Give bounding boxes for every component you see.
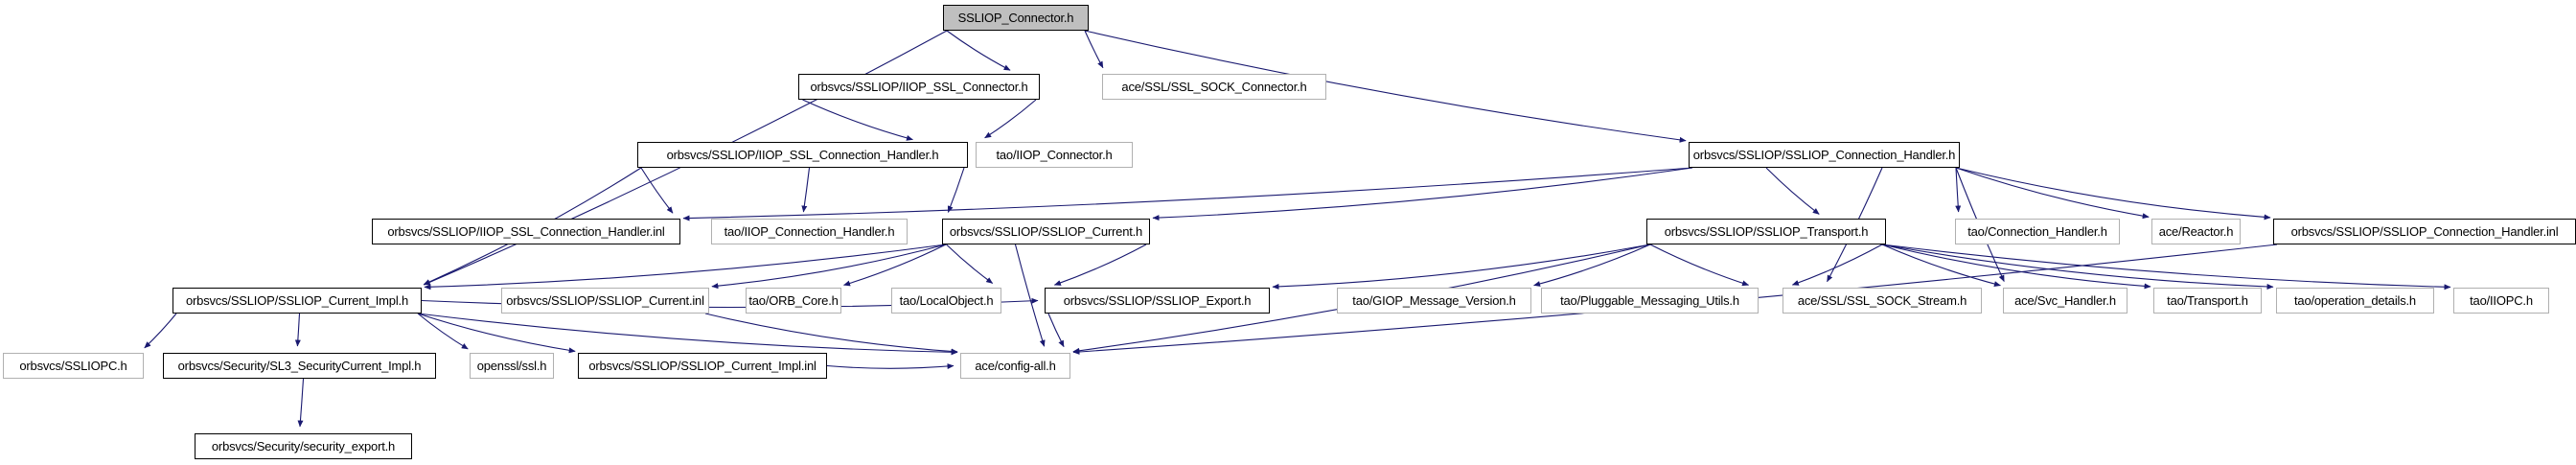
graph-edge bbox=[1955, 167, 2271, 221]
graph-node-label: tao/ORB_Core.h bbox=[748, 293, 839, 308]
graph-node-label: orbsvcs/SSLIOP/SSLIOP_Connection_Handler… bbox=[2290, 224, 2559, 239]
graph-node[interactable]: ace/Reactor.h bbox=[2151, 219, 2241, 244]
graph-edge bbox=[1881, 244, 2001, 287]
graph-edge bbox=[294, 313, 301, 347]
graph-edge bbox=[424, 244, 947, 291]
graph-node-label: ace/Reactor.h bbox=[2158, 224, 2234, 239]
graph-node[interactable]: orbsvcs/SSLIOP/SSLIOP_Connection_Handler… bbox=[1689, 142, 1960, 168]
graph-edge bbox=[1533, 244, 1651, 287]
graph-node[interactable]: orbsvcs/SSLIOP/SSLIOP_Current_Impl.h bbox=[172, 288, 422, 314]
graph-edge bbox=[711, 244, 947, 290]
graph-node[interactable]: ace/config-all.h bbox=[960, 353, 1070, 379]
graph-edge bbox=[1649, 244, 1750, 287]
graph-node-label: orbsvcs/SSLIOP/IIOP_SSL_Connector.h bbox=[810, 80, 1028, 94]
graph-node[interactable]: orbsvcs/Security/SL3_SecurityCurrent_Imp… bbox=[163, 353, 436, 379]
graph-edge bbox=[1014, 244, 1046, 347]
graph-node-label: orbsvcs/SSLIOP/SSLIOP_Current_Impl.inl bbox=[588, 359, 816, 373]
graph-node-label: orbsvcs/SSLIOP/SSLIOP_Export.h bbox=[1063, 293, 1252, 308]
graph-edge bbox=[946, 244, 994, 284]
graph-node-label: orbsvcs/SSLIOP/IIOP_SSL_Connection_Handl… bbox=[666, 148, 939, 162]
graph-node[interactable]: tao/ORB_Core.h bbox=[746, 288, 841, 314]
graph-node-label: ace/Svc_Handler.h bbox=[2014, 293, 2116, 308]
graph-node[interactable]: tao/operation_details.h bbox=[2276, 288, 2434, 314]
graph-edge bbox=[1955, 167, 2150, 220]
graph-node[interactable]: orbsvcs/SSLIOPC.h bbox=[3, 353, 144, 379]
graph-node-label: orbsvcs/SSLIOP/SSLIOP_Current.h bbox=[949, 224, 1143, 239]
graph-node-label: orbsvcs/SSLIOP/SSLIOP_Current.inl bbox=[506, 293, 704, 308]
graph-edge bbox=[843, 244, 947, 287]
graph-node[interactable]: tao/IIOP_Connection_Handler.h bbox=[711, 219, 908, 244]
graph-edge bbox=[640, 167, 674, 214]
graph-edge bbox=[1084, 30, 1104, 69]
graph-node-label: SSLIOP_Connector.h bbox=[957, 11, 1074, 25]
graph-node-label: orbsvcs/Security/SL3_SecurityCurrent_Imp… bbox=[177, 359, 422, 373]
graph-node[interactable]: tao/Pluggable_Messaging_Utils.h bbox=[1541, 288, 1759, 314]
graph-node-label: ace/config-all.h bbox=[975, 359, 1056, 373]
graph-node-label: tao/Pluggable_Messaging_Utils.h bbox=[1560, 293, 1739, 308]
graph-edge bbox=[984, 99, 1037, 139]
graph-edge bbox=[417, 313, 576, 354]
graph-node[interactable]: SSLIOP_Connector.h bbox=[943, 5, 1089, 31]
graph-edge bbox=[417, 313, 469, 350]
graph-edge bbox=[1047, 313, 1065, 348]
graph-edge bbox=[704, 313, 958, 355]
graph-node-label: orbsvcs/SSLIOP/IIOP_SSL_Connection_Handl… bbox=[387, 224, 665, 239]
graph-edge bbox=[1272, 244, 1651, 290]
graph-node-label: ace/SSL/SSL_SOCK_Stream.h bbox=[1797, 293, 1967, 308]
graph-edge bbox=[947, 167, 965, 213]
graph-node[interactable]: orbsvcs/SSLIOP/SSLIOP_Current_Impl.inl bbox=[578, 353, 827, 379]
graph-node-label: tao/Transport.h bbox=[2167, 293, 2248, 308]
graph-edge bbox=[801, 167, 811, 213]
graph-edge bbox=[1791, 244, 1883, 286]
graph-node-label: tao/IIOP_Connector.h bbox=[996, 148, 1113, 162]
graph-edge bbox=[1765, 167, 1820, 215]
graph-node[interactable]: ace/SSL/SSL_SOCK_Stream.h bbox=[1782, 288, 1982, 314]
graph-edge bbox=[144, 313, 177, 349]
graph-node-label: orbsvcs/SSLIOP/SSLIOP_Transport.h bbox=[1664, 224, 1869, 239]
graph-node[interactable]: orbsvcs/SSLIOP/SSLIOP_Connection_Handler… bbox=[2273, 219, 2576, 244]
graph-edge bbox=[1955, 167, 1962, 213]
graph-node-label: orbsvcs/SSLIOPC.h bbox=[19, 359, 127, 373]
graph-node-label: tao/IIOP_Connection_Handler.h bbox=[724, 224, 895, 239]
graph-edge bbox=[682, 167, 1693, 221]
graph-edge bbox=[802, 99, 913, 141]
graph-node-label: tao/LocalObject.h bbox=[899, 293, 994, 308]
graph-node[interactable]: tao/Connection_Handler.h bbox=[1955, 219, 2120, 244]
graph-edge bbox=[1881, 244, 2274, 290]
graph-edge bbox=[1053, 244, 1147, 286]
graph-node[interactable]: ace/SSL/SSL_SOCK_Connector.h bbox=[1102, 74, 1326, 100]
graph-node[interactable]: tao/Transport.h bbox=[2153, 288, 2262, 314]
graph-node[interactable]: orbsvcs/SSLIOP/SSLIOP_Export.h bbox=[1045, 288, 1270, 314]
graph-node-label: orbsvcs/Security/security_export.h bbox=[211, 439, 396, 453]
graph-node-label: tao/operation_details.h bbox=[2294, 293, 2416, 308]
graph-edge bbox=[297, 378, 305, 428]
graph-node[interactable]: openssl/ssl.h bbox=[470, 353, 554, 379]
graph-node[interactable]: orbsvcs/SSLIOP/SSLIOP_Current.h bbox=[942, 219, 1150, 244]
graph-node-label: ace/SSL/SSL_SOCK_Connector.h bbox=[1121, 80, 1307, 94]
graph-node[interactable]: tao/IIOP_Connector.h bbox=[976, 142, 1133, 168]
graph-edge bbox=[826, 363, 954, 370]
graph-node-label: orbsvcs/SSLIOP/SSLIOP_Current_Impl.h bbox=[186, 293, 408, 308]
graph-edge bbox=[1152, 167, 1693, 221]
graph-node[interactable]: tao/IIOPC.h bbox=[2453, 288, 2549, 314]
graph-node-label: tao/GIOP_Message_Version.h bbox=[1352, 293, 1516, 308]
graph-node[interactable]: orbsvcs/Security/security_export.h bbox=[195, 433, 412, 459]
graph-node[interactable]: tao/LocalObject.h bbox=[891, 288, 1001, 314]
graph-node-label: openssl/ssl.h bbox=[476, 359, 547, 373]
graph-edge bbox=[946, 30, 1011, 71]
graph-node[interactable]: orbsvcs/SSLIOP/IIOP_SSL_Connection_Handl… bbox=[372, 219, 680, 244]
graph-edge bbox=[1881, 244, 2151, 290]
graph-node-label: tao/IIOPC.h bbox=[2470, 293, 2533, 308]
graph-node[interactable]: tao/GIOP_Message_Version.h bbox=[1337, 288, 1531, 314]
graph-node[interactable]: orbsvcs/SSLIOP/IIOP_SSL_Connection_Handl… bbox=[637, 142, 968, 168]
graph-edge bbox=[1881, 244, 2451, 291]
graph-node-label: orbsvcs/SSLIOP/SSLIOP_Connection_Handler… bbox=[1692, 148, 1956, 162]
graph-node[interactable]: orbsvcs/SSLIOP/IIOP_SSL_Connector.h bbox=[798, 74, 1040, 100]
graph-node-label: tao/Connection_Handler.h bbox=[1967, 224, 2107, 239]
graph-edge bbox=[417, 313, 958, 356]
graph-node[interactable]: orbsvcs/SSLIOP/SSLIOP_Transport.h bbox=[1646, 219, 1886, 244]
graph-node[interactable]: ace/Svc_Handler.h bbox=[2003, 288, 2128, 314]
graph-node[interactable]: orbsvcs/SSLIOP/SSLIOP_Current.inl bbox=[501, 288, 709, 314]
